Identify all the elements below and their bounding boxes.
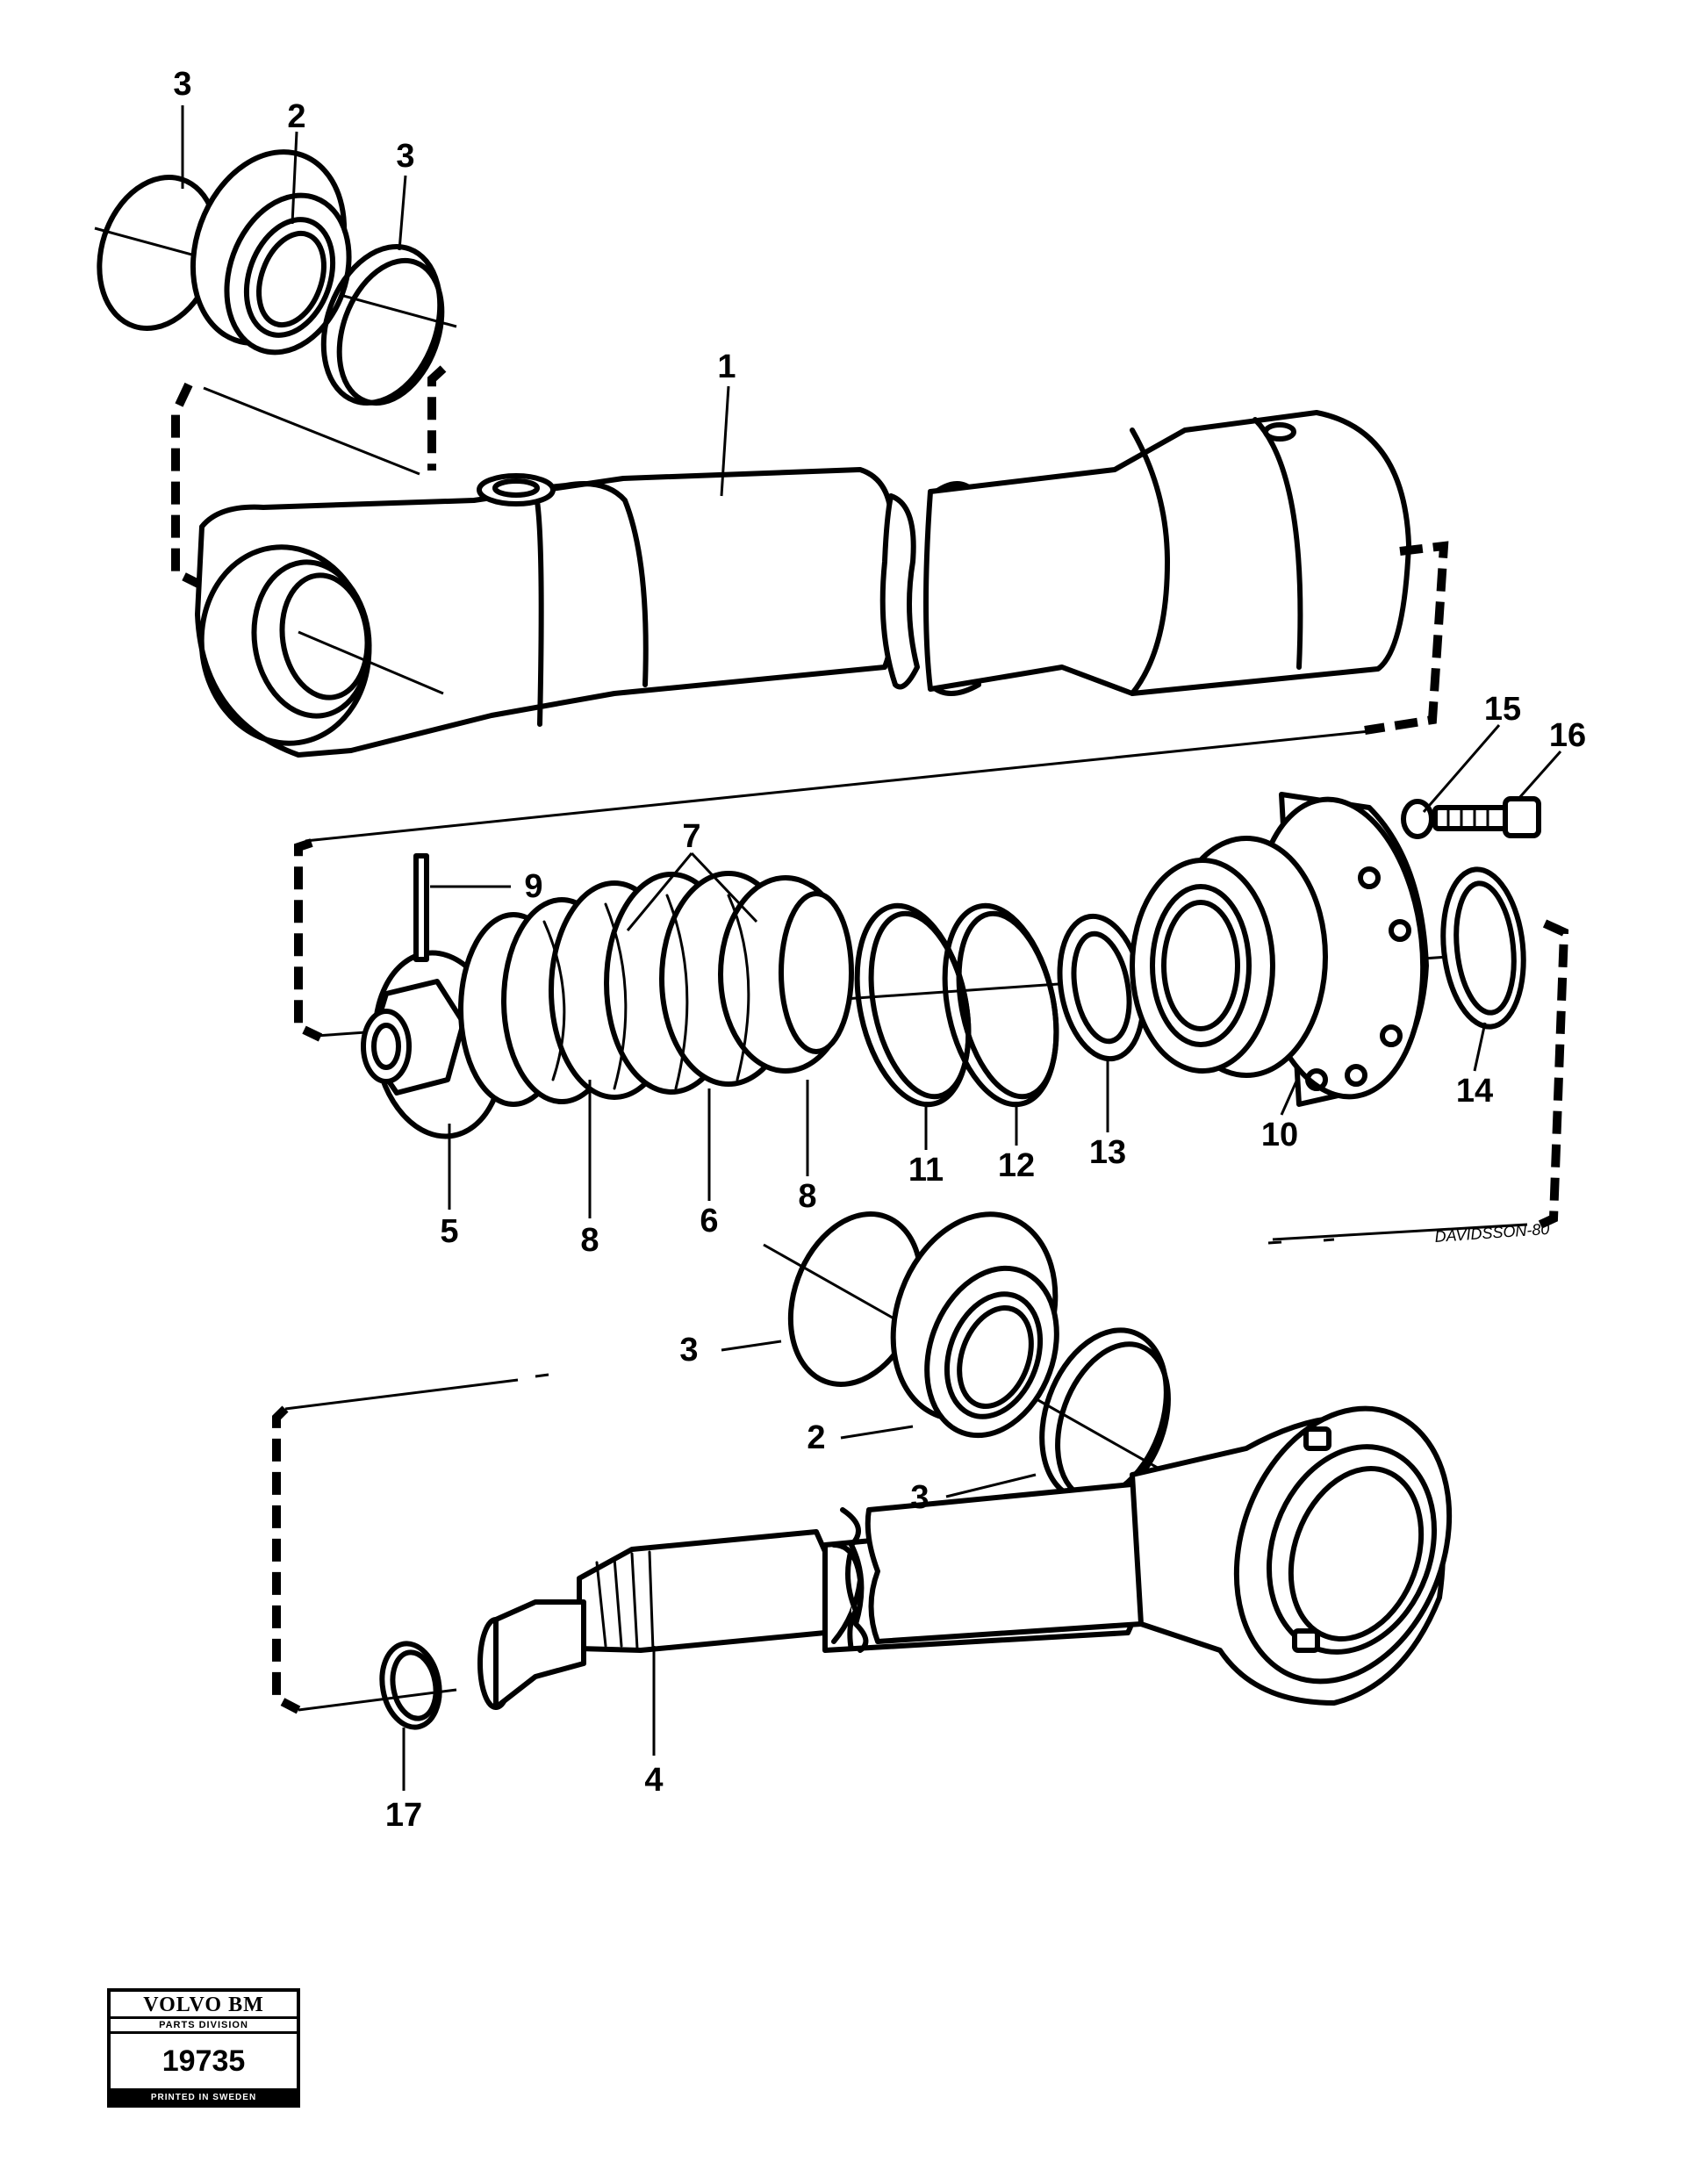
pin-9	[413, 853, 429, 962]
leader-lines	[181, 105, 1562, 1791]
piston-seals-assembly	[458, 871, 854, 1107]
callout-15: 15	[1484, 691, 1521, 728]
callout-12: 12	[998, 1147, 1035, 1184]
cylinder-head-10	[1130, 792, 1429, 1107]
cylinder-tube-1	[195, 410, 1411, 758]
callout-6: 6	[700, 1203, 718, 1239]
callout-8-right: 8	[798, 1178, 816, 1215]
callout-3-mid: 3	[679, 1332, 698, 1369]
callout-labels: 3 2 3 1 15 16 7 9 14 10 13 11 12 8 6 5 8…	[173, 66, 1586, 1834]
circlip-3-top-right	[320, 243, 443, 406]
artist-signature: DAVIDSSON-80	[1434, 1220, 1550, 1246]
callout-3-top-right: 3	[396, 138, 414, 175]
volvo-bm-parts-stamp: VOLVO BM PARTS DIVISION 19735 PRINTED IN…	[107, 1988, 300, 2108]
seal-14	[1440, 866, 1526, 1030]
callout-14: 14	[1456, 1073, 1493, 1110]
piston-rod-4	[477, 1405, 1453, 1710]
callout-3-top-left: 3	[173, 66, 191, 103]
callout-8-left: 8	[580, 1222, 599, 1259]
callout-2-top: 2	[287, 98, 305, 135]
callout-9: 9	[524, 868, 542, 905]
callout-11: 11	[908, 1152, 944, 1189]
callout-10: 10	[1261, 1117, 1298, 1153]
stamp-brand: VOLVO BM	[111, 1992, 297, 2019]
ring-17	[379, 1641, 442, 1730]
stamp-drawing-number: 19735	[161, 2044, 246, 2078]
callout-2-bottom: 2	[807, 1419, 825, 1456]
callout-4: 4	[644, 1762, 663, 1799]
top-bearing-assembly	[94, 149, 457, 406]
callout-17: 17	[385, 1797, 422, 1834]
callout-13: 13	[1089, 1134, 1126, 1171]
ring-11	[854, 902, 972, 1108]
callout-7: 7	[682, 818, 700, 855]
stamp-division: PARTS DIVISION	[111, 2019, 297, 2034]
stamp-printed-in: PRINTED IN SWEDEN	[111, 2088, 297, 2104]
callout-1: 1	[717, 348, 736, 385]
callout-5: 5	[440, 1213, 458, 1250]
ring-13	[1057, 913, 1146, 1062]
ring-12	[942, 902, 1059, 1108]
bolt-16	[1432, 796, 1541, 838]
callout-16: 16	[1549, 717, 1586, 754]
lower-bearing-assembly	[763, 1211, 1416, 1615]
callout-3-low: 3	[910, 1479, 929, 1516]
